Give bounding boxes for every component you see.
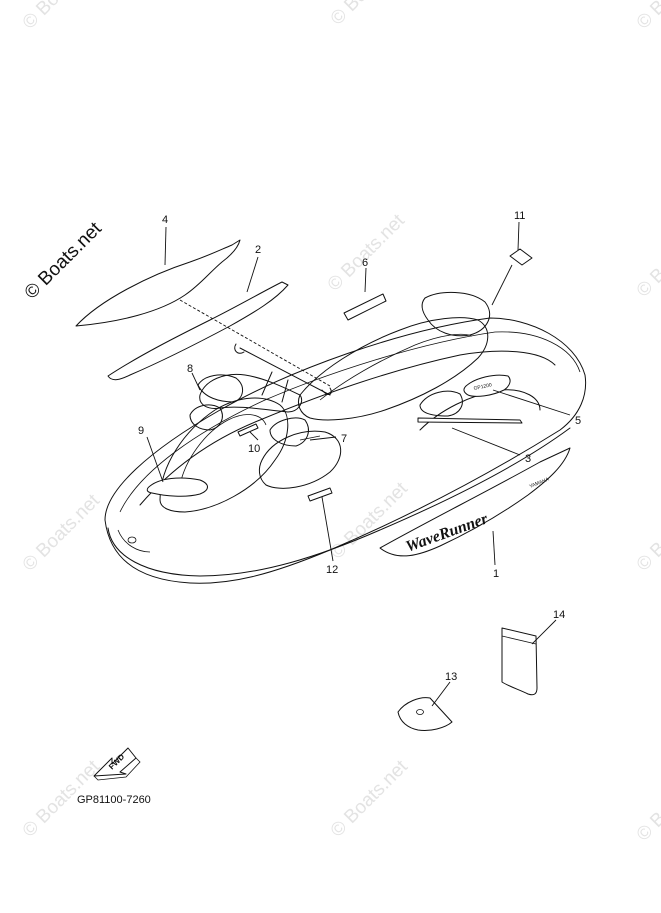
left-knee-pad xyxy=(197,374,243,403)
decals: GP1200 WaveRunner YAMAHA xyxy=(75,239,571,731)
watermark-top-left: © Boats xyxy=(19,0,82,34)
hood-inner xyxy=(179,414,267,486)
handlebar-pod xyxy=(199,373,303,413)
watermark-left-mid: © Boats.net xyxy=(19,490,105,576)
decal-13-hole xyxy=(416,709,424,715)
leader-1 xyxy=(492,530,496,566)
right-footwell xyxy=(258,430,342,489)
deck-line xyxy=(139,350,556,506)
decal-14 xyxy=(501,627,538,696)
callout-6: 6 xyxy=(362,257,368,269)
callout-12: 12 xyxy=(326,564,338,576)
leader-14 xyxy=(531,619,557,645)
watermark-mid-center: © Boats.net xyxy=(324,210,410,296)
callout-5: 5 xyxy=(575,415,581,427)
decal-7-mark xyxy=(299,435,321,441)
callout-9: 9 xyxy=(138,425,144,437)
leader-13 xyxy=(431,681,451,707)
callout-8: 8 xyxy=(187,363,193,375)
leader-9 xyxy=(146,436,164,483)
watermark-top-right: © Boats xyxy=(633,0,661,34)
watermark-bottom-center: © Boats.net xyxy=(327,756,413,842)
decal-5-model: GP1200 xyxy=(473,382,492,392)
handlebar-grip-left xyxy=(234,343,245,354)
leader-8 xyxy=(191,372,201,391)
leader-5 xyxy=(492,389,571,416)
leader-10 xyxy=(249,431,259,441)
seat xyxy=(297,317,489,421)
callout-4: 4 xyxy=(162,214,168,226)
watermark-bottom-right: © Boats xyxy=(633,783,661,846)
part-code: GP81100-7260 xyxy=(77,794,151,806)
leader-7 xyxy=(309,436,337,441)
seat-back xyxy=(421,291,490,337)
fwd-arrow-side xyxy=(93,757,141,781)
hull-outline xyxy=(104,317,587,584)
decal-14-band xyxy=(501,635,537,645)
hull-drawing xyxy=(104,291,587,584)
callout-3: 3 xyxy=(525,453,531,465)
watermark-mid-right: © Boats xyxy=(633,239,661,302)
handlebar xyxy=(239,347,331,396)
callout-2: 2 xyxy=(255,244,261,256)
leader-4 xyxy=(164,226,167,266)
watermark-main: © Boats.net xyxy=(21,218,107,304)
decal-10 xyxy=(237,423,259,437)
leader-6 xyxy=(364,267,367,293)
callout-11: 11 xyxy=(514,210,525,222)
fwd-arrow-icon xyxy=(93,747,137,777)
callout-labels: 1 2 3 4 5 6 7 8 9 10 11 12 13 14 xyxy=(138,210,581,683)
watermark-right-mid: © Boats xyxy=(633,513,661,576)
decal-4 xyxy=(75,239,241,327)
leader-3 xyxy=(451,427,521,456)
leader-seat-dash xyxy=(179,299,331,387)
callout-14: 14 xyxy=(553,609,565,621)
decal-2 xyxy=(107,281,289,381)
callout-1: 1 xyxy=(493,568,499,580)
rear-right-pad xyxy=(419,390,463,417)
nose-detail xyxy=(117,529,151,553)
seat-seam xyxy=(319,333,473,401)
leader-11 xyxy=(491,221,520,306)
steering-column xyxy=(261,371,289,403)
decal-11 xyxy=(509,248,533,266)
leader-2 xyxy=(246,256,259,293)
hull-chine xyxy=(107,427,571,577)
decal-12 xyxy=(307,487,333,502)
callout-7: 7 xyxy=(341,433,347,445)
forward-arrow: FWD xyxy=(93,747,141,781)
callout-13: 13 xyxy=(445,671,457,683)
leader-lines xyxy=(146,221,571,707)
decal-13 xyxy=(397,697,453,731)
decal-5 xyxy=(463,374,511,397)
right-knee-pad xyxy=(269,417,309,447)
bow-eye xyxy=(127,536,137,544)
watermark-top-center: © Boats.net xyxy=(327,0,413,30)
hood xyxy=(159,397,289,513)
decal-3 xyxy=(417,417,523,424)
left-front-sponson xyxy=(189,404,223,431)
callout-10: 10 xyxy=(248,443,260,455)
decal-9 xyxy=(146,477,208,497)
leader-12 xyxy=(321,496,334,562)
decal-6 xyxy=(343,293,387,321)
decal-1 xyxy=(379,447,571,557)
handlebar-grip-right xyxy=(321,387,332,395)
watermark-layer: © Boats © Boats.net © Boats © Boats.net … xyxy=(19,0,661,846)
